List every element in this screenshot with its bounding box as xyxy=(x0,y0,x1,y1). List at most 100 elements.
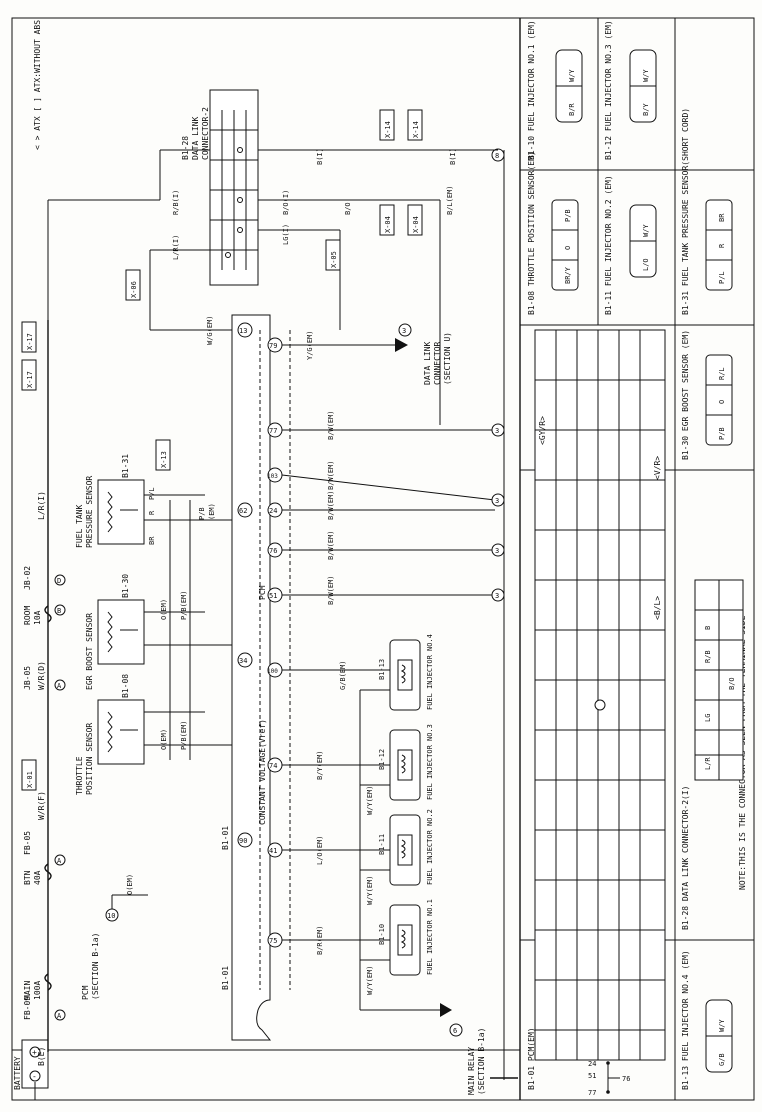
connector-b108: BR/Y O P/B xyxy=(551,199,579,291)
svg-text:W/Y: W/Y xyxy=(718,1019,726,1032)
wire-br-inj: B/R(EM) xyxy=(316,925,324,955)
conn-b-1: B xyxy=(54,604,66,616)
svg-text:A: A xyxy=(57,857,62,865)
conn-a-1: A xyxy=(54,1009,66,1021)
connector-b113: G/B W/Y xyxy=(705,999,733,1073)
be-label: B(E) xyxy=(37,1047,46,1066)
wire-lr-dlc: L/R(I) xyxy=(172,235,180,260)
wire-bo-2: B/O xyxy=(344,202,352,215)
connector-b130: P/B O R/L xyxy=(705,354,733,446)
ftp-name2: PRESSURE SENSOR xyxy=(85,476,94,548)
svg-text:X-17: X-17 xyxy=(26,333,34,350)
dlc-name2: CONNECTOR-2 xyxy=(201,107,210,160)
injector-4 xyxy=(389,639,421,711)
pcm-id-2: B1-01 xyxy=(221,966,230,990)
injector-2 xyxy=(389,814,421,886)
svg-text:R: R xyxy=(718,243,726,248)
b108-label: B1-08 THROTTLE POSITION SENSOR(EM) xyxy=(527,151,536,315)
wire-bo-dlc: B/O(I) xyxy=(282,190,290,215)
b113-label: B1-13 FUEL INJECTOR NO.4 (EM) xyxy=(681,950,690,1090)
inj4-name: FUEL INJECTOR NO.4 xyxy=(426,634,434,710)
connector-b128-grid: L/R LG R/B B B/O xyxy=(694,579,744,781)
inj3-id: B1-12 xyxy=(378,749,386,770)
svg-text:62: 62 xyxy=(239,507,247,515)
svg-text:L/R: L/R xyxy=(704,757,712,770)
wire-rb-dlc: R/B(I) xyxy=(172,190,180,215)
svg-text:L/O: L/O xyxy=(642,258,650,271)
wrd-label: W/R(D) xyxy=(37,661,46,690)
pin-51: 51 xyxy=(588,1072,596,1080)
svg-text:3: 3 xyxy=(495,547,499,555)
inj2-name: FUEL INJECTOR NO.2 xyxy=(426,809,434,885)
b112-label: B1-12 FUEL INJECTOR NO.3 (EM) xyxy=(604,20,613,160)
b111-label: B1-11 FUEL INJECTOR NO.2 (EM) xyxy=(604,175,613,315)
wire-pl: P/L xyxy=(148,487,156,500)
inj2-id: B1-11 xyxy=(378,834,386,855)
svg-text:A: A xyxy=(57,682,62,690)
svg-text:100: 100 xyxy=(267,668,278,675)
frame xyxy=(11,17,755,1101)
wire-bw-5: B/W(EM) xyxy=(327,575,335,605)
svg-text:B: B xyxy=(57,607,61,615)
fuse-main xyxy=(44,973,52,991)
svg-text:X-17: X-17 xyxy=(26,371,34,388)
svg-text:P/L: P/L xyxy=(718,271,726,284)
tps-id: B1-08 xyxy=(121,674,130,698)
egr-boost-sensor xyxy=(97,599,145,665)
wrf-label: W/R(F) xyxy=(37,791,46,820)
wire-b-dlc-2: B(I) xyxy=(449,148,457,165)
connector-b101-grid xyxy=(534,329,666,1061)
inj4-id: B1-13 xyxy=(378,659,386,680)
ftp-id: B1-31 xyxy=(121,454,130,478)
splice-x04-b: X-04 xyxy=(407,204,423,236)
inj1-id: B1-10 xyxy=(378,924,386,945)
wire-pb-em-2: P/B(EM) xyxy=(180,590,188,620)
room-fuse-label: ROOM xyxy=(23,606,32,625)
splice-x17-a: X-17 xyxy=(21,359,37,391)
fuse-btn xyxy=(44,863,52,881)
svg-text:X-14: X-14 xyxy=(412,121,420,138)
svg-text:P/B: P/B xyxy=(564,209,572,222)
wire-bw-3: B/W(EM) xyxy=(327,490,335,520)
wire-bw-2: B/W(EM) xyxy=(327,460,335,490)
wire-wy-3: W/Y(EM) xyxy=(366,785,374,815)
pcm-note-num: 10 xyxy=(107,912,115,920)
svg-text:G/B: G/B xyxy=(718,1053,726,1066)
dlc-arrow xyxy=(395,338,408,352)
svg-text:P/B: P/B xyxy=(718,427,726,440)
splice-x17-b: X-17 xyxy=(21,321,37,353)
dlc-name1: DATA LINK xyxy=(191,116,200,160)
dlc-note-t3: (SECTION U) xyxy=(443,332,452,385)
conn-a-3: A xyxy=(54,679,66,691)
bl-tag: <B/L> xyxy=(653,596,662,620)
svg-text:BR/Y: BR/Y xyxy=(564,266,572,284)
pin-77: 77 xyxy=(588,1089,596,1097)
svg-text:-: - xyxy=(32,1072,37,1081)
vr-tag: <V/R> xyxy=(653,456,662,480)
svg-text:41: 41 xyxy=(269,847,277,855)
splice-x04-a: X-04 xyxy=(379,204,395,236)
lri-label: L/R(I) xyxy=(37,491,46,520)
wire-bl-em: B/L(EM) xyxy=(446,185,454,215)
relay-t1: MAIN RELAY xyxy=(467,1047,476,1095)
connector-b131: P/L R BR xyxy=(705,199,733,291)
svg-text:BR: BR xyxy=(718,213,726,222)
b130-label: B1-30 EGR BOOST SENSOR (EM) xyxy=(681,330,690,460)
ground-3-group: 3 3 3 3 8 xyxy=(491,148,505,602)
svg-text:W/Y: W/Y xyxy=(642,224,650,237)
fb09-label: FB-09 xyxy=(23,996,32,1020)
wire-pb-em-1: P/B(EM) xyxy=(180,720,188,750)
tps-name2: POSITION SENSOR xyxy=(85,723,94,795)
battery-symbol: + - xyxy=(21,1039,49,1089)
wire-o-em-1: O(EM) xyxy=(160,729,168,750)
egr-name: EGR BOOST SENSOR xyxy=(85,613,94,690)
dlc-note-num: 3 xyxy=(402,327,406,335)
svg-text:77: 77 xyxy=(269,427,277,435)
pcm-pins: 13 34 90 62 79 77 103 24 76 51 100 74 41… xyxy=(237,322,283,948)
b101-label: B1-01 PCM(EM) xyxy=(527,1027,536,1090)
wire-r: R xyxy=(148,510,156,515)
svg-text:3: 3 xyxy=(495,592,499,600)
svg-text:X-05: X-05 xyxy=(330,251,338,268)
